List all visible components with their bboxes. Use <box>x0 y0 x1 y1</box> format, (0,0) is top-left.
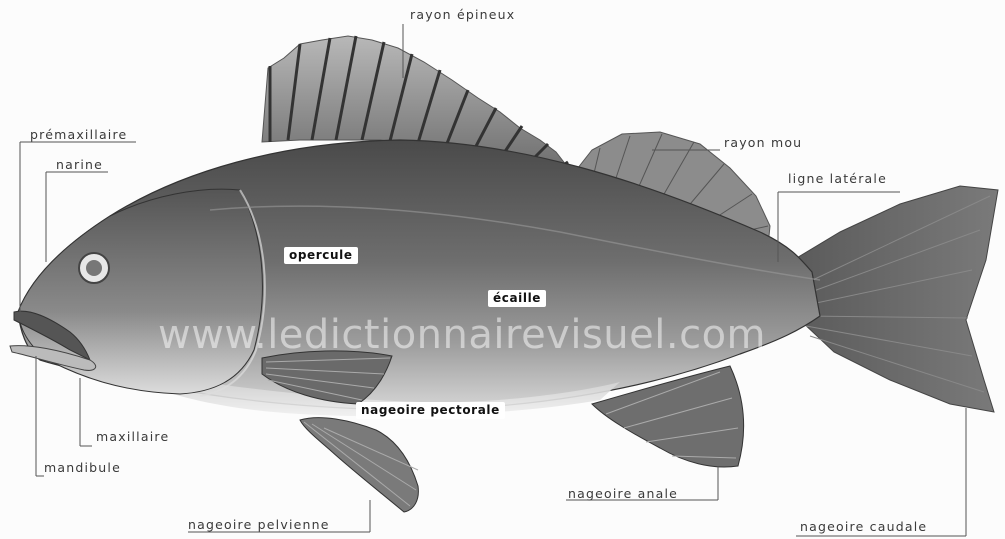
label-nageoire-anale: nageoire anale <box>568 487 678 501</box>
label-opercule: opercule <box>284 247 358 264</box>
caudal-fin <box>790 186 998 412</box>
label-ligne-laterale: ligne latérale <box>788 172 887 186</box>
label-nageoire-pelvienne: nageoire pelvienne <box>188 518 330 532</box>
label-maxillaire: maxillaire <box>96 430 169 444</box>
watermark-text: www.ledictionnairevisuel.com <box>158 312 766 358</box>
label-nageoire-pectorale: nageoire pectorale <box>356 402 505 419</box>
label-premaxillaire: prémaxillaire <box>30 128 127 142</box>
pelvic-fin <box>300 418 418 512</box>
label-mandibule: mandibule <box>44 461 121 475</box>
label-nageoire-caudale: nageoire caudale <box>800 520 927 534</box>
label-rayon-epineux: rayon épineux <box>410 8 515 22</box>
label-rayon-mou: rayon mou <box>724 136 802 150</box>
label-narine: narine <box>56 158 103 172</box>
label-ecaille: écaille <box>488 290 546 307</box>
